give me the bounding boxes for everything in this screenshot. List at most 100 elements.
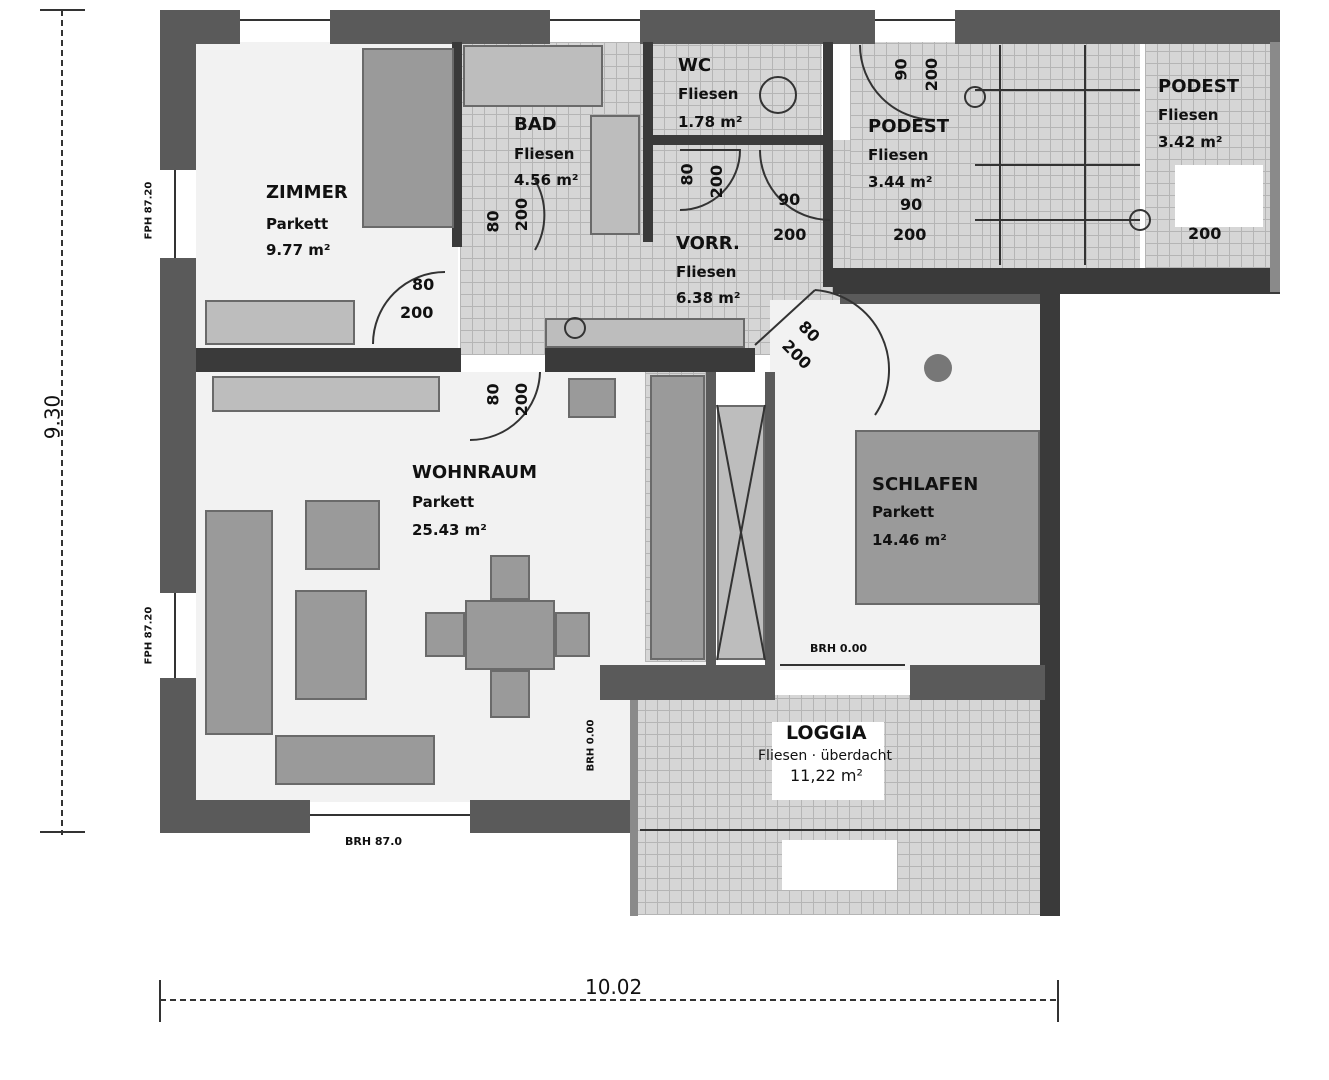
podest-door-h: 200 <box>893 225 927 244</box>
coffee-table <box>295 590 367 700</box>
podest1-area: 3.44 m² <box>868 173 933 191</box>
bad-floor-type: Fliesen <box>514 145 575 163</box>
wall-vorr-bottom <box>545 348 755 372</box>
bad-area: 4.56 m² <box>514 171 579 189</box>
vorr-door-arc <box>759 149 831 221</box>
wall-kitchen-right <box>706 372 716 667</box>
zimmer-floor-type: Parkett <box>266 215 329 233</box>
schlafen-floor-type: Parkett <box>872 503 935 521</box>
wall-podest-right <box>1270 42 1280 292</box>
podest1-floor-type: Fliesen <box>868 146 929 164</box>
blank-box-loggia <box>782 840 897 890</box>
schlafen-area: 14.46 m² <box>872 531 947 549</box>
zimmer-door-w: 80 <box>412 275 435 294</box>
stove <box>568 378 616 418</box>
desk-zimmer <box>205 300 355 345</box>
stair-marker-top <box>964 86 986 108</box>
podest2-floor-type: Fliesen <box>1158 106 1219 124</box>
sofa-bottom <box>275 735 435 785</box>
wall-bottom-right <box>470 800 635 833</box>
sink-icon <box>564 317 586 339</box>
wc-door-arc <box>679 149 742 211</box>
wohn-door-h: 200 <box>512 382 532 417</box>
vorr-door-h: 200 <box>773 225 807 244</box>
wall-loggia-left <box>630 700 638 916</box>
wc-door-h: 200 <box>707 164 727 199</box>
podest2-name: PODEST <box>1158 76 1239 97</box>
loggia-floor-type: Fliesen · überdacht <box>758 748 892 764</box>
podest2-door-h: 200 <box>1188 224 1222 243</box>
wohn-door-arc <box>469 371 541 441</box>
wall-podest-bottom <box>833 268 1280 294</box>
dining-chair-bottom <box>490 670 530 718</box>
wall-loggia-top-right <box>910 665 1045 700</box>
schlafen-name: SCHLAFEN <box>872 474 979 495</box>
dim-width-label: 10.02 <box>585 975 643 999</box>
wc-door-w: 80 <box>677 163 697 186</box>
wall-bottom-left <box>160 800 310 833</box>
wall-schlafen-top <box>840 294 1040 304</box>
dining-chair-left <box>425 612 465 657</box>
wohnraum-floor <box>196 372 711 802</box>
vorr-area: 6.38 m² <box>676 289 741 307</box>
sofa-left <box>205 510 273 735</box>
zimmer-name: ZIMMER <box>266 182 348 203</box>
shelf-vorr <box>545 318 745 348</box>
vorr-floor <box>460 140 850 355</box>
dim-height-label: 9.30 <box>40 394 65 440</box>
wall-wc-right <box>823 42 833 287</box>
loggia-area: 11,22 m² <box>790 766 863 785</box>
vorr-floor-type: Fliesen <box>676 263 737 281</box>
closet-cross-2 <box>716 404 766 661</box>
wohnraum-area: 25.43 m² <box>412 521 487 539</box>
podest-top-h: 200 <box>922 57 942 92</box>
wall-stair-left <box>1040 294 1060 916</box>
loggia-name: LOGGIA <box>786 722 867 744</box>
wohn-door-w: 80 <box>483 383 503 406</box>
bathtub <box>463 45 603 107</box>
dining-table <box>465 600 555 670</box>
wall-loggia-top-left <box>600 665 775 700</box>
vorr-name: VORR. <box>676 233 740 254</box>
window-label-wohn-bottom: BRH 87.0 <box>345 835 403 848</box>
wc-name: WC <box>678 55 712 76</box>
wall-zimmer-right <box>452 42 462 247</box>
zimmer-door-arc <box>372 271 446 345</box>
dining-chair-right <box>555 612 590 657</box>
dining-chair-top <box>490 555 530 600</box>
zimmer-door-h: 200 <box>400 303 434 322</box>
wc-floor-type: Fliesen <box>678 85 739 103</box>
wohnraum-name: WOHNRAUM <box>412 462 538 483</box>
stair-floor <box>990 42 1140 272</box>
wall-closet-right <box>765 372 775 667</box>
window-label-zimmer: FPH 87.20 <box>143 181 155 240</box>
wall-bad-right <box>643 42 653 242</box>
podest-top-w: 90 <box>891 58 911 81</box>
wardrobe-wohn <box>212 376 440 412</box>
wall-top-wc <box>640 10 875 44</box>
bad-door-arc <box>534 179 546 251</box>
toilet-icon <box>759 76 797 114</box>
podest1-floor <box>850 42 990 272</box>
loggia-label-box <box>772 722 884 800</box>
podest-door-w: 90 <box>900 195 923 214</box>
window-label-wohn-right: BRH 0.00 <box>585 719 597 772</box>
wall-top-right <box>955 10 1280 44</box>
bad-door-w: 80 <box>483 210 503 233</box>
bad-name: BAD <box>514 114 557 135</box>
bed-schlafen <box>855 430 1040 605</box>
wall-left-top <box>160 10 196 170</box>
vorr-door-w: 90 <box>778 190 801 209</box>
wc-floor <box>652 42 822 142</box>
podest1-name: PODEST <box>868 116 949 137</box>
podest-door-arc <box>859 44 936 121</box>
wall-left-mid <box>160 258 196 593</box>
stair-marker-bottom <box>1129 209 1151 231</box>
window-label-wohn-left: FPH 87.20 <box>143 606 155 665</box>
wc-area: 1.78 m² <box>678 113 743 131</box>
shower <box>590 115 640 235</box>
wall-top-mid <box>330 10 550 44</box>
lamp-icon <box>924 354 952 382</box>
kitchen-counter <box>650 375 705 660</box>
